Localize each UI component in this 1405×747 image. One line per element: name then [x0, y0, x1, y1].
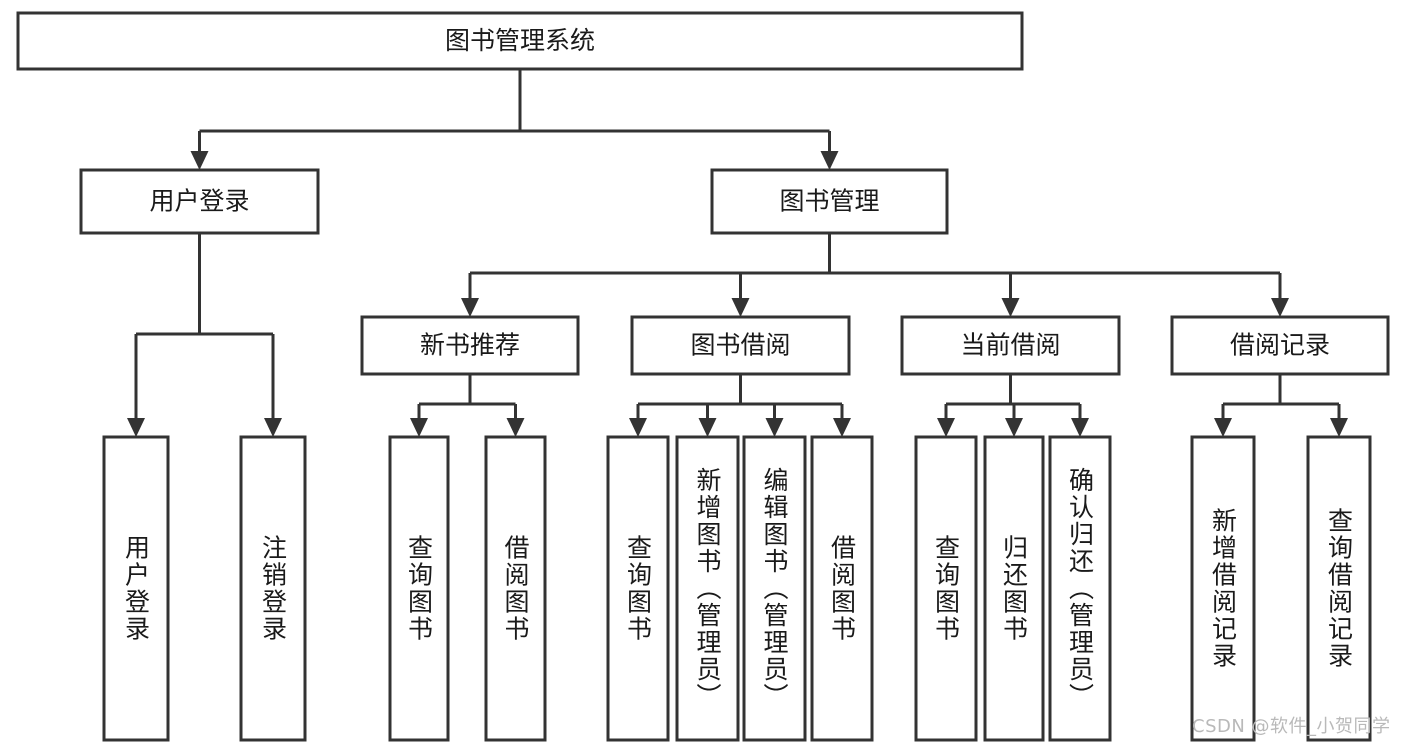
node-box[interactable] — [79, 168, 320, 235]
node-box[interactable] — [914, 435, 978, 742]
node-level3-1[interactable]: 图书借阅 — [630, 315, 851, 376]
node-leaf-10[interactable]: 确认归还（管理员） — [1048, 435, 1112, 742]
node-label: 确认归还（管理员） — [1066, 467, 1095, 710]
node-leaf-3[interactable]: 借阅图书 — [484, 435, 547, 742]
arrow-head — [190, 151, 209, 170]
node-box[interactable] — [630, 315, 851, 376]
node-leaf-1[interactable]: 注销登录 — [239, 435, 307, 742]
node-box[interactable] — [360, 315, 580, 376]
node-label: 查询图书 — [932, 535, 961, 643]
arrow-head — [1071, 418, 1089, 437]
arrow-head — [1214, 418, 1232, 437]
node-leaf-2[interactable]: 查询图书 — [388, 435, 450, 742]
node-box[interactable] — [742, 435, 807, 742]
node-level3-0[interactable]: 新书推荐 — [360, 315, 580, 376]
arrow-head — [410, 418, 428, 437]
node-level3-2[interactable]: 当前借阅 — [900, 315, 1121, 376]
node-level3-3[interactable]: 借阅记录 — [1170, 315, 1390, 376]
node-label: 新增借阅记录 — [1209, 508, 1238, 670]
arrow-head — [698, 418, 717, 437]
node-label: 当前借阅 — [960, 331, 1060, 360]
arrow-head — [1330, 418, 1348, 437]
arrow-head — [264, 418, 282, 437]
arrow-head — [1005, 418, 1023, 437]
node-box[interactable] — [102, 435, 170, 742]
node-box[interactable] — [1048, 435, 1112, 742]
node-label: 图书管理 — [779, 187, 879, 216]
node-leaf-12[interactable]: 查询借阅记录 — [1306, 435, 1372, 742]
node-leaf-6[interactable]: 编辑图书（管理员） — [742, 435, 807, 742]
node-box[interactable] — [900, 315, 1121, 376]
arrow-head — [127, 418, 145, 437]
arrow-head — [461, 298, 479, 317]
node-boxes: 图书管理系统用户登录图书管理新书推荐图书借阅当前借阅借阅记录用户登录注销登录查询… — [16, 11, 1390, 742]
node-box[interactable] — [484, 435, 547, 742]
node-label: 归还图书 — [1000, 535, 1029, 643]
node-box[interactable] — [606, 435, 670, 742]
node-label: 新增图书（管理员） — [693, 467, 722, 710]
arrow-head — [1271, 298, 1289, 317]
node-box[interactable] — [710, 168, 949, 235]
node-box[interactable] — [1190, 435, 1256, 742]
arrow-head — [820, 151, 839, 170]
node-leaf-5[interactable]: 新增图书（管理员） — [675, 435, 740, 742]
node-label: 查询图书 — [405, 535, 434, 643]
node-box[interactable] — [388, 435, 450, 742]
connector-lines — [127, 69, 1348, 437]
arrow-head — [731, 298, 750, 317]
node-label: 借阅图书 — [501, 535, 530, 643]
arrow-head — [833, 418, 851, 437]
node-label: 用户登录 — [122, 535, 151, 643]
node-label: 图书借阅 — [690, 331, 790, 360]
node-label: 新书推荐 — [420, 331, 520, 360]
node-label: 借阅记录 — [1230, 331, 1330, 360]
node-leaf-4[interactable]: 查询图书 — [606, 435, 670, 742]
node-box[interactable] — [810, 435, 874, 742]
node-box[interactable] — [1170, 315, 1390, 376]
arrow-head — [937, 418, 955, 437]
node-label: 查询图书 — [624, 535, 653, 643]
node-label: 注销登录 — [259, 535, 288, 643]
node-box[interactable] — [239, 435, 307, 742]
arrow-head — [765, 418, 784, 437]
node-box[interactable] — [16, 11, 1024, 71]
node-label: 图书管理系统 — [445, 26, 595, 55]
node-box[interactable] — [1306, 435, 1372, 742]
node-label: 借阅图书 — [828, 535, 857, 643]
node-level2-1[interactable]: 图书管理 — [710, 168, 949, 235]
node-leaf-9[interactable]: 归还图书 — [983, 435, 1045, 742]
node-leaf-7[interactable]: 借阅图书 — [810, 435, 874, 742]
node-root[interactable]: 图书管理系统 — [16, 11, 1024, 71]
node-label: 查询借阅记录 — [1325, 508, 1354, 670]
node-box[interactable] — [675, 435, 740, 742]
node-level2-0[interactable]: 用户登录 — [79, 168, 320, 235]
node-box[interactable] — [983, 435, 1045, 742]
node-label: 用户登录 — [149, 187, 249, 216]
arrow-head — [1001, 298, 1020, 317]
node-label: 编辑图书（管理员） — [760, 467, 789, 710]
node-leaf-0[interactable]: 用户登录 — [102, 435, 170, 742]
arrow-head — [506, 418, 525, 437]
node-leaf-11[interactable]: 新增借阅记录 — [1190, 435, 1256, 742]
arrow-head — [629, 418, 647, 437]
csdn-watermark: CSDN @软件_小贺同学 — [1192, 716, 1391, 737]
node-leaf-8[interactable]: 查询图书 — [914, 435, 978, 742]
